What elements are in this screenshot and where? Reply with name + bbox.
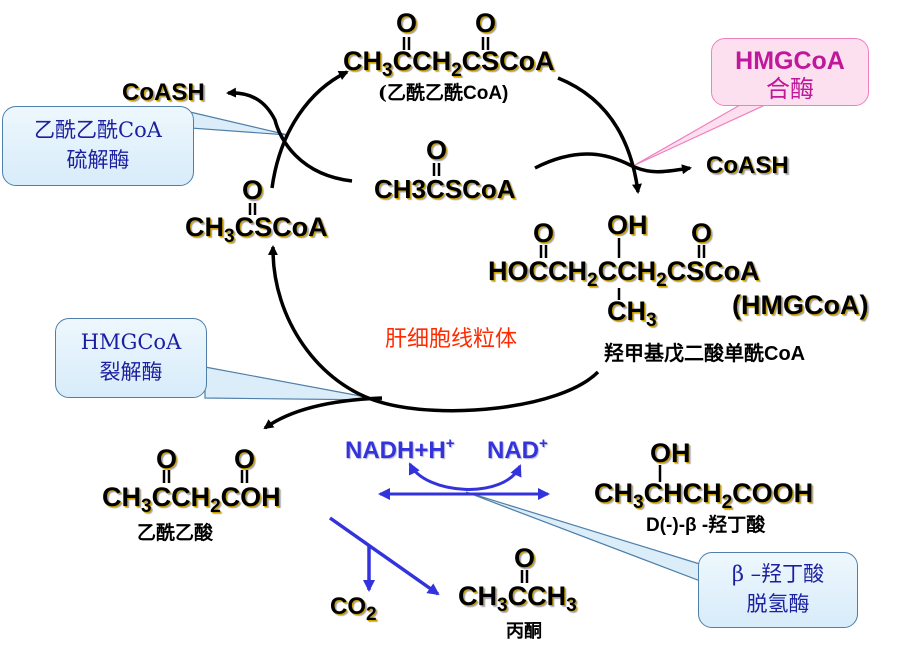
bhb-name: D(-)-β -羟丁酸	[646, 514, 766, 536]
hmgcoa-hydroxyl: OH	[607, 210, 648, 240]
hmg-synthase-callout: HMGCoA 合酶	[711, 38, 869, 106]
acetoacetylcoa-carbonyl-o1: O	[396, 8, 418, 38]
bond-lines	[162, 37, 706, 583]
cofactor-nadh: NADH+H+	[345, 435, 455, 464]
arrow-to-acetone	[328, 516, 440, 596]
acetylcoa-left-carbonyl-o: O	[242, 175, 264, 205]
acetone-formula: CH3CCH3	[458, 581, 577, 616]
acetoacetylcoa-name: (乙酰乙酰CoA)	[378, 82, 509, 104]
acetylcoa-left-formula: CH3CSCoA	[185, 212, 328, 247]
thiolase-line1: 乙酰乙酰CoA	[34, 118, 162, 142]
bhb-hydroxyl: OH	[650, 438, 691, 468]
acetylcoa-center-carbonyl-o: O	[426, 135, 448, 165]
hmg-synthase-line1: HMGCoA	[735, 47, 845, 75]
arrow-nadh-nad-exchange	[408, 462, 522, 491]
co2-formula: CO2	[330, 593, 377, 625]
hmgcoa-abbrev: (HMGCoA)	[732, 290, 869, 320]
hmgcoa-methyl: CH3	[607, 296, 657, 331]
arrow-release-coash-left	[226, 87, 353, 183]
hmg-synthase-line2: 合酶	[766, 75, 814, 103]
hmg-lyase-callout-tail	[204, 366, 383, 401]
hmgcoa-name: 羟甲基戊二酸单酰CoA	[604, 341, 806, 365]
hmg-lyase-callout: HMGCoA 裂解酶	[55, 318, 207, 398]
cofactor-nad: NAD+	[487, 435, 548, 464]
hmgcoa-carbonyl-o2: O	[691, 218, 713, 248]
bhb-dehydrogenase-callout: β –羟丁酸 脱氢酶	[698, 552, 858, 628]
acetoacetylcoa-carbonyl-o2: O	[475, 8, 497, 38]
arrow-to-acetoacetate	[263, 396, 383, 430]
acetoacetate-name: 乙酰乙酸	[137, 522, 214, 544]
acetoacetylcoa-formula: CH3CCH2CSCoA	[343, 46, 555, 81]
arrow-acetoacetylcoa-to-hmgcoa	[557, 76, 642, 194]
hmg-lyase-line1: HMGCoA	[80, 330, 182, 354]
coash-left: CoASH	[122, 79, 205, 106]
compartment-label: 肝细胞线粒体	[385, 327, 518, 352]
acetoacetate-carbonyl-o2: O	[234, 444, 256, 474]
bhb-dh-line2: 脱氢酶	[746, 592, 810, 616]
acetylcoa-center-formula: CH3CSCoA	[374, 174, 516, 204]
acetone-name: 丙酮	[506, 621, 542, 642]
acetoacetate-formula: CH3CCH2COH	[102, 482, 281, 517]
acetoacetate-carbonyl-o1: O	[156, 444, 178, 474]
arrow-release-coash-right	[534, 152, 692, 175]
acetone-carbonyl-o: O	[514, 543, 536, 573]
bhb-formula: CH3CHCH2COOH	[594, 478, 814, 513]
hmgcoa-formula: HOCCH2CCH2CSCoA	[488, 256, 760, 291]
hmg-lyase-line2: 裂解酶	[99, 360, 163, 384]
thiolase-callout: 乙酰乙酰CoA 硫解酶	[2, 106, 194, 186]
coash-right: CoASH	[706, 152, 789, 179]
arrow-acetylcoa-to-acetoacetylcoa	[270, 70, 349, 189]
bhb-dh-line1: β –羟丁酸	[731, 562, 825, 586]
thiolase-line2: 硫解酶	[66, 148, 130, 172]
arrow-hmgcoa-to-acetylcoa	[267, 245, 600, 413]
hmgcoa-carbonyl-o1: O	[533, 218, 555, 248]
